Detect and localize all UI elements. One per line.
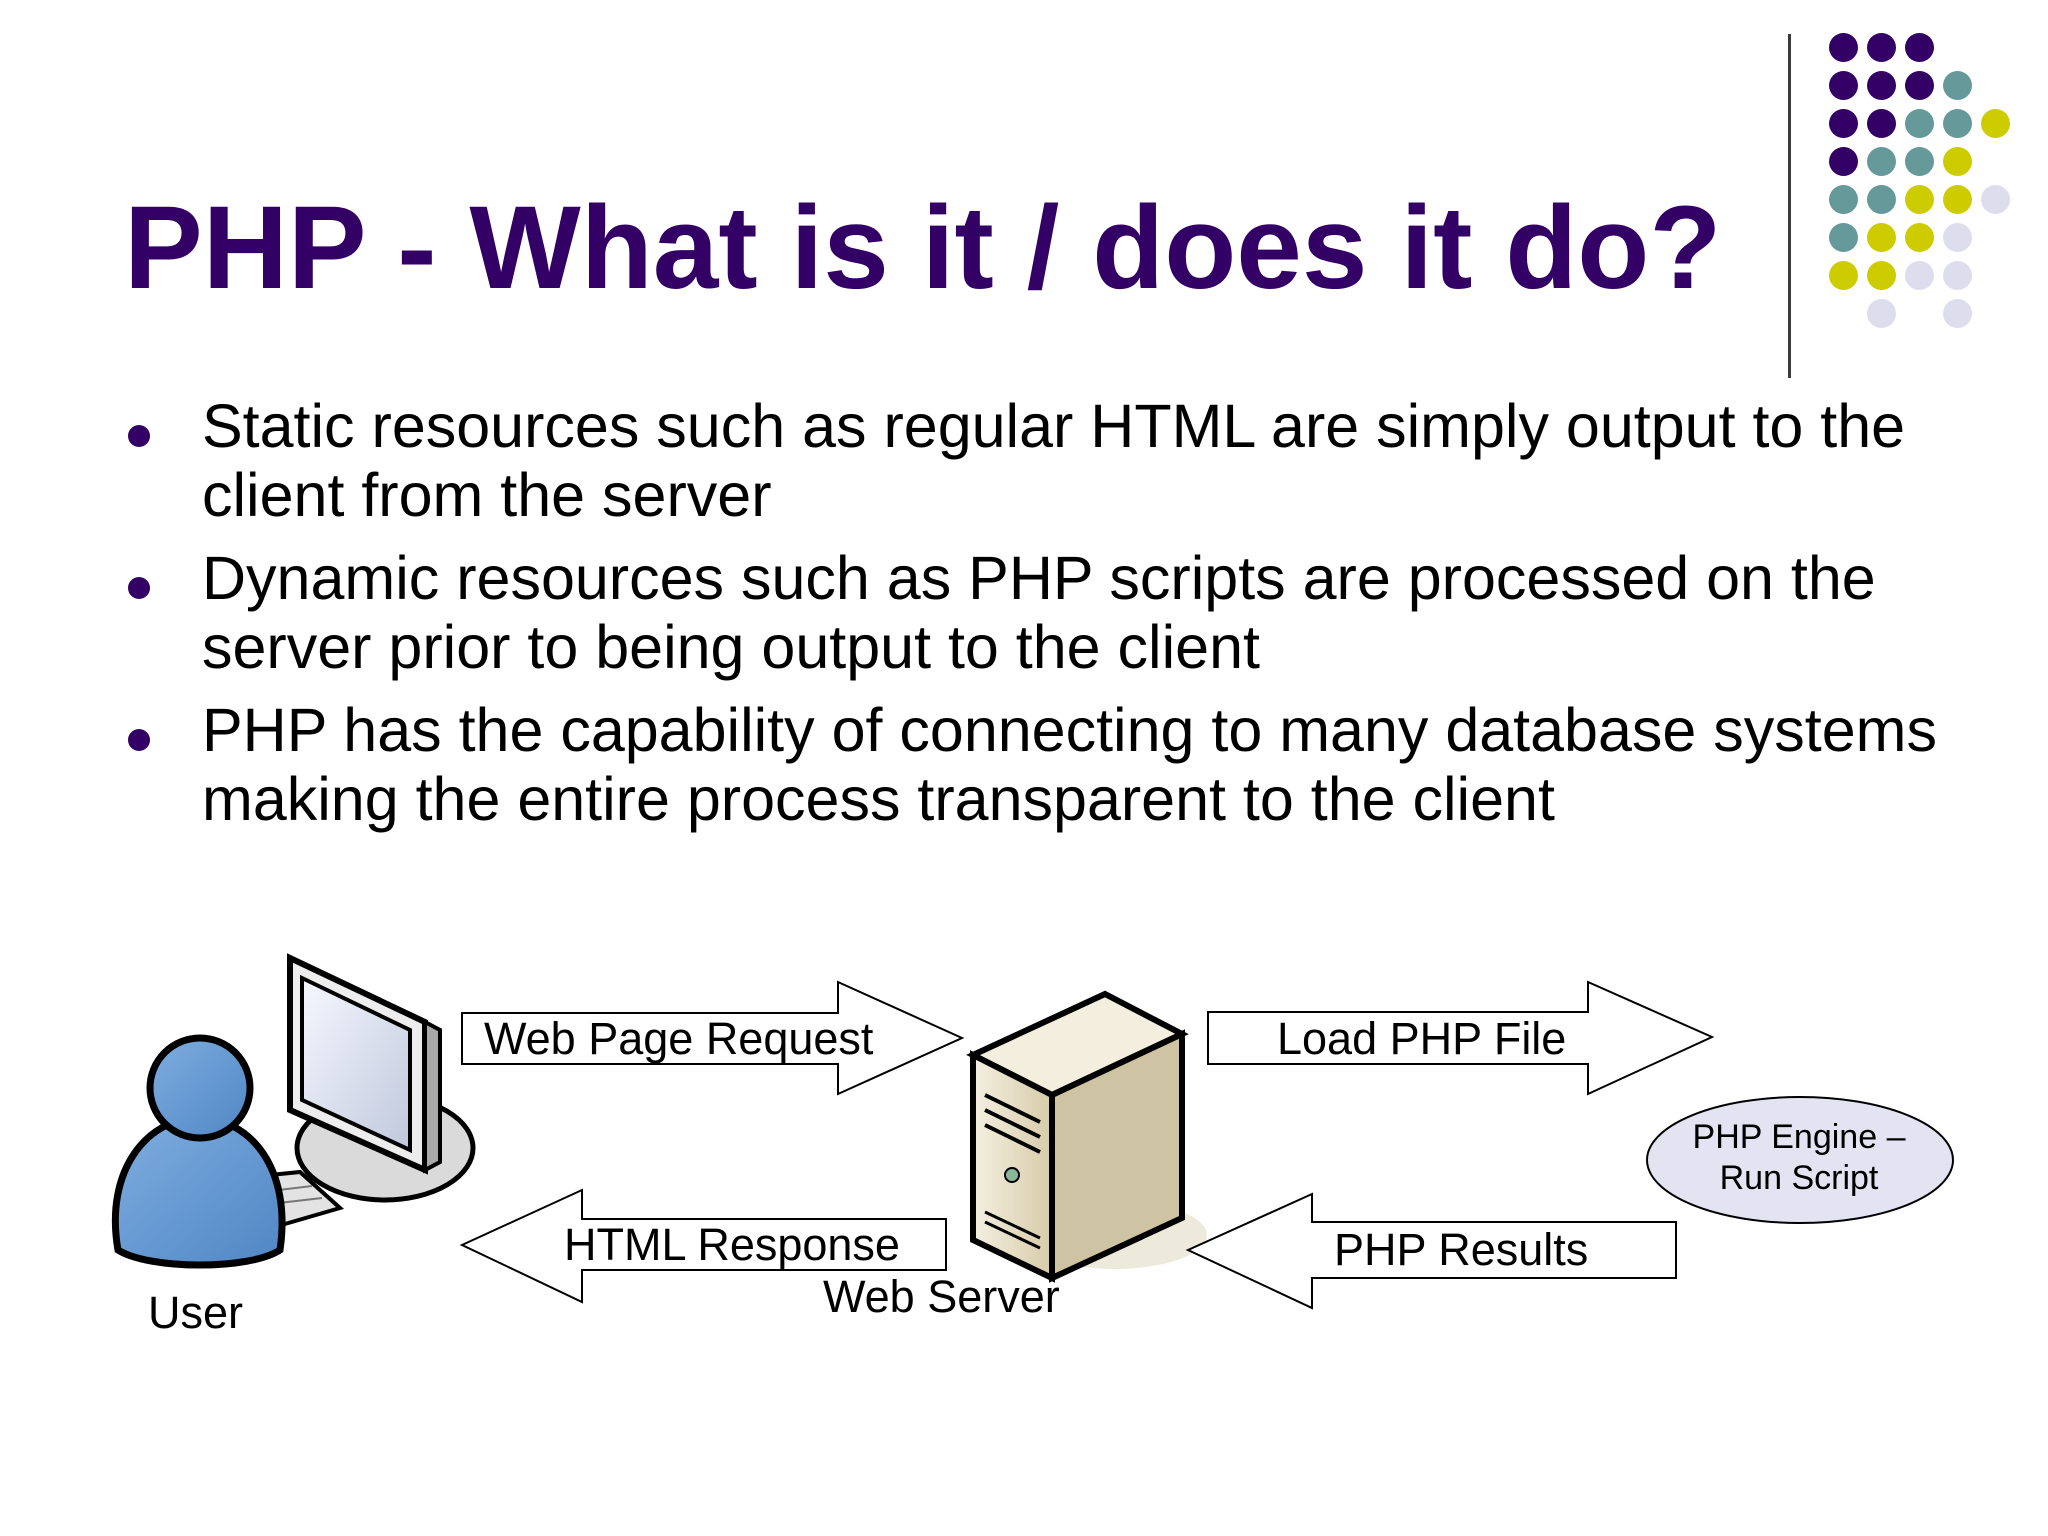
decorative-dot [1829,71,1858,100]
bullet-dot [128,729,150,751]
decorative-dot [1829,185,1858,214]
computer-monitor-icon [287,953,476,1203]
bullet-item: PHP has the capability of connecting to … [128,696,1988,834]
decorative-dot [1829,33,1858,62]
php-engine-ellipse [1646,1096,1954,1224]
decorative-dot [1867,109,1896,138]
bullet-text: Dynamic resources such as PHP scripts ar… [202,544,1876,681]
request-label: Web Page Request [484,1013,874,1064]
decorative-dot [1943,109,1972,138]
decorative-dot [1829,109,1858,138]
decorative-dot [1943,71,1972,100]
response-arrow-shape [459,1188,947,1304]
bullet-item: Dynamic resources such as PHP scripts ar… [128,544,1988,682]
load-label: Load PHP File [1277,1013,1567,1064]
title-divider-line [1788,34,1791,378]
load-arrow [1207,980,1715,1096]
bullet-text: PHP has the capability of connecting to … [202,696,1937,833]
decorative-dot [1905,261,1934,290]
server-label: Web Server [823,1271,1060,1322]
decorative-dot [1829,147,1858,176]
results-arrow [1185,1192,1677,1310]
decorative-dot [1867,261,1896,290]
engine-label-line2: Run Script [1719,1159,1879,1197]
decorative-dot [1943,185,1972,214]
results-label: PHP Results [1334,1224,1589,1275]
decorative-dot [1905,223,1934,252]
decorative-dot [1867,223,1896,252]
decorative-dot [1867,147,1896,176]
decorative-dot [1943,223,1972,252]
bullet-item: Static resources such as regular HTML ar… [128,392,1988,530]
bullet-dot [128,577,150,599]
decorative-dot [1867,71,1896,100]
decorative-dot [1905,71,1934,100]
decorative-dot [1981,185,2010,214]
decorative-dot [1943,299,1972,328]
request-arrow [461,980,965,1096]
decorative-dot [1867,299,1896,328]
decorative-dot [1981,109,2010,138]
server-tower-icon [966,990,1207,1283]
decorative-dot [1905,33,1934,62]
bullet-text: Static resources such as regular HTML ar… [202,392,1906,529]
decorative-dot [1867,185,1896,214]
slide-title: PHP - What is it / does it do? [124,182,1722,314]
engine-label-line1: PHP Engine – [1692,1118,1906,1156]
decorative-dot [1829,261,1858,290]
php-engine-label: PHP Engine – Run Script [1648,1117,1950,1199]
decorative-dot [1905,147,1934,176]
decorative-dot [1905,185,1934,214]
bullet-dot [128,425,150,447]
response-label: HTML Response [564,1219,900,1270]
user-icon [111,1034,286,1269]
decorative-dot [1829,223,1858,252]
decorative-dot [1905,109,1934,138]
bullet-list: Static resources such as regular HTML ar… [128,392,1988,848]
user-label: User [148,1287,244,1338]
decorative-dot [1943,147,1972,176]
decorative-dot [1867,33,1896,62]
decorative-dot [1943,261,1972,290]
